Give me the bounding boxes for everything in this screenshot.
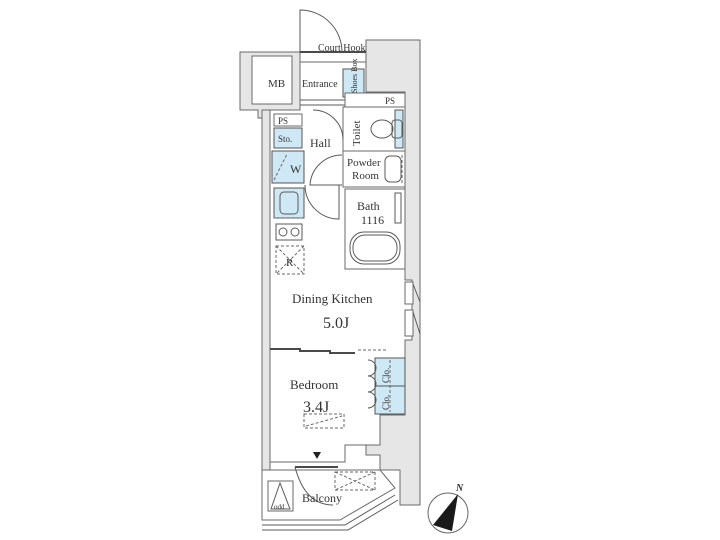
label-entrance: Entrance bbox=[302, 79, 338, 90]
label-toilet: Toilet bbox=[351, 120, 363, 146]
label-court-hook: Court Hook bbox=[318, 43, 366, 54]
label-bath-size: 1116 bbox=[361, 213, 384, 227]
label-bath: Bath bbox=[357, 199, 380, 213]
compass: N bbox=[427, 483, 469, 534]
label-mb: MB bbox=[268, 78, 285, 90]
label-shoes-box: Shoes Box bbox=[350, 59, 359, 93]
entrance-door[interactable] bbox=[299, 9, 343, 53]
balcony bbox=[261, 469, 396, 521]
label-powder-1: Powder bbox=[347, 157, 381, 169]
north-arrow-icon bbox=[433, 494, 458, 531]
label-powder-2: Room bbox=[352, 170, 379, 182]
label-dining-kitchen: Dining Kitchen bbox=[292, 291, 373, 306]
label-balcony: Balcony bbox=[302, 491, 342, 505]
label-hall: Hall bbox=[310, 136, 331, 150]
label-closet-1: Clo. bbox=[381, 368, 391, 383]
down-arrow-icon bbox=[313, 452, 321, 459]
label-dk-size: 5.0J bbox=[323, 315, 349, 332]
refrigerator-space bbox=[275, 245, 305, 275]
compass-north-label: N bbox=[455, 483, 464, 494]
label-storage: Sto. bbox=[278, 134, 292, 144]
label-odd: odd bbox=[274, 503, 285, 511]
label-ps-top: PS bbox=[385, 96, 395, 106]
label-closet-2: Clo. bbox=[381, 395, 391, 410]
label-bedroom-size: 3.4J bbox=[303, 399, 329, 416]
ps-top bbox=[344, 92, 406, 108]
label-ps-left: PS bbox=[278, 116, 288, 126]
label-refrigerator: R bbox=[286, 257, 294, 269]
label-washer: W bbox=[290, 162, 302, 176]
stove bbox=[275, 223, 303, 241]
labels: MB Court Hook Entrance Shoes Box PS Toil… bbox=[268, 43, 395, 511]
mb-closet bbox=[251, 55, 293, 105]
ps-left bbox=[273, 113, 303, 127]
label-bedroom: Bedroom bbox=[290, 377, 338, 392]
washer-space bbox=[271, 150, 305, 184]
powder-room bbox=[342, 150, 406, 188]
storage bbox=[273, 127, 303, 149]
interior bbox=[251, 9, 421, 531]
